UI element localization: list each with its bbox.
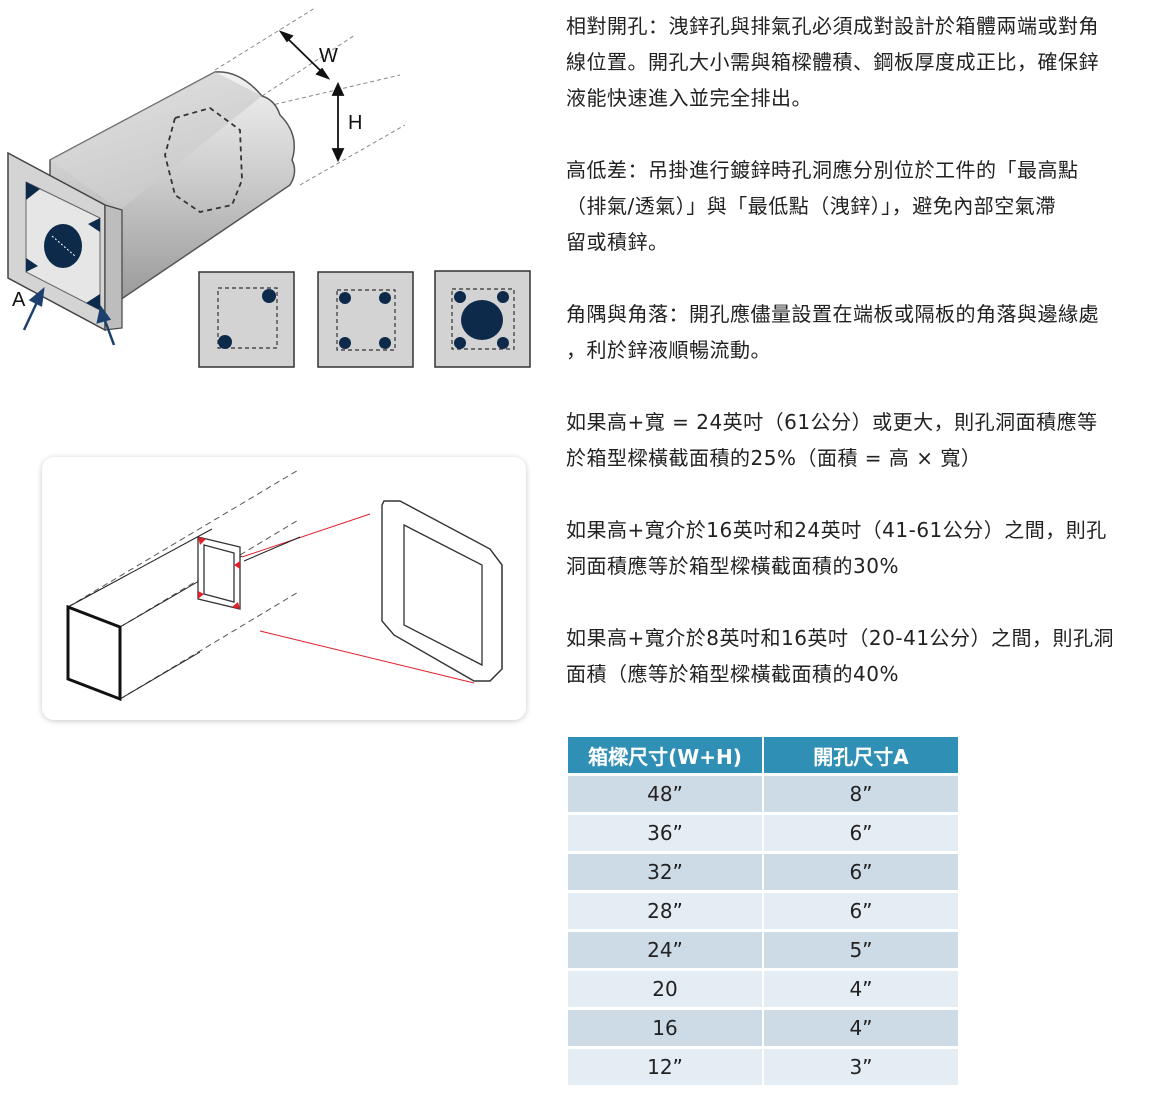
gusset-detail-card <box>42 457 526 720</box>
hole-size-cell: 4” <box>763 1007 958 1048</box>
beam-size-cell: 20 <box>568 968 764 1009</box>
table-row: 32” 6” <box>568 851 958 892</box>
hole-size-cell: 4” <box>763 968 958 1009</box>
paragraph-corners: 角隅與角落：開孔應儘量設置在端板或隔板的角落與邊緣處 ，利於鋅液順暢流動。 <box>566 302 1099 362</box>
beam-size-cell: 36” <box>568 812 764 853</box>
table-row: 20 4” <box>568 968 958 1009</box>
beam-size-cell: 16 <box>568 1007 764 1048</box>
beam-size-cell: 28” <box>568 890 764 931</box>
hole-pattern-center-and-corners <box>434 270 531 368</box>
beam-size-cell: 12” <box>568 1046 764 1085</box>
beam-size-cell: 24” <box>568 929 764 970</box>
beam-size-cell: 48” <box>568 773 764 814</box>
w-label: W <box>319 45 338 67</box>
a-label: A <box>12 289 26 311</box>
header-hole-size: 開孔尺寸A <box>763 737 958 775</box>
table-row: 12” 3” <box>568 1046 958 1085</box>
hole-pattern-two-corners <box>198 271 295 368</box>
hole-pattern-four-corners <box>317 271 414 368</box>
hole-size-table: 箱樑尺寸(W+H) 開孔尺寸A 48” 8” 36” 6” 32” 6” 28”… <box>568 737 958 1085</box>
beam-size-cell: 32” <box>568 851 764 892</box>
table-row: 28” 6” <box>568 890 958 931</box>
paragraph-rule-8-16in: 如果高+寬介於8英吋和16英吋（20-41公分）之間，則孔洞 面積（應等於箱型樑… <box>566 626 1115 686</box>
paragraph-rule-16-24in: 如果高+寬介於16英吋和24英吋（41-61公分）之間，則孔 洞面積應等於箱型樑… <box>566 518 1107 578</box>
paragraph-opposite-holes: 相對開孔：洩鋅孔與排氣孔必須成對設計於箱體兩端或對角 線位置。開孔大小需與箱樑體… <box>566 14 1099 110</box>
paragraph-rule-24in: 如果高+寬 = 24英吋（61公分）或更大，則孔洞面積應等 於箱型樑橫截面積的2… <box>566 410 1098 470</box>
guideline-text: 相對開孔：洩鋅孔與排氣孔必須成對設計於箱體兩端或對角 線位置。開孔大小需與箱樑體… <box>566 8 1150 728</box>
header-beam-size: 箱樑尺寸(W+H) <box>568 737 764 775</box>
gusset-detail-illustration <box>66 468 503 702</box>
hole-size-cell: 5” <box>763 929 958 970</box>
table-row: 24” 5” <box>568 929 958 970</box>
paragraph-height-difference: 高低差：吊掛進行鍍鋅時孔洞應分別位於工件的「最高點 （排氣/透氣）」與「最低點（… <box>566 158 1079 254</box>
hole-size-cell: 6” <box>763 812 958 853</box>
hole-size-cell: 3” <box>763 1046 958 1085</box>
table-row: 16 4” <box>568 1007 958 1048</box>
hole-size-cell: 6” <box>763 851 958 892</box>
hole-size-cell: 8” <box>763 773 958 814</box>
table-header-row: 箱樑尺寸(W+H) 開孔尺寸A <box>568 737 958 775</box>
hole-size-cell: 6” <box>763 890 958 931</box>
table-row: 36” 6” <box>568 812 958 853</box>
h-label: H <box>348 112 362 134</box>
table-row: 48” 8” <box>568 773 958 814</box>
box-beam-illustration: W H A <box>7 7 531 368</box>
